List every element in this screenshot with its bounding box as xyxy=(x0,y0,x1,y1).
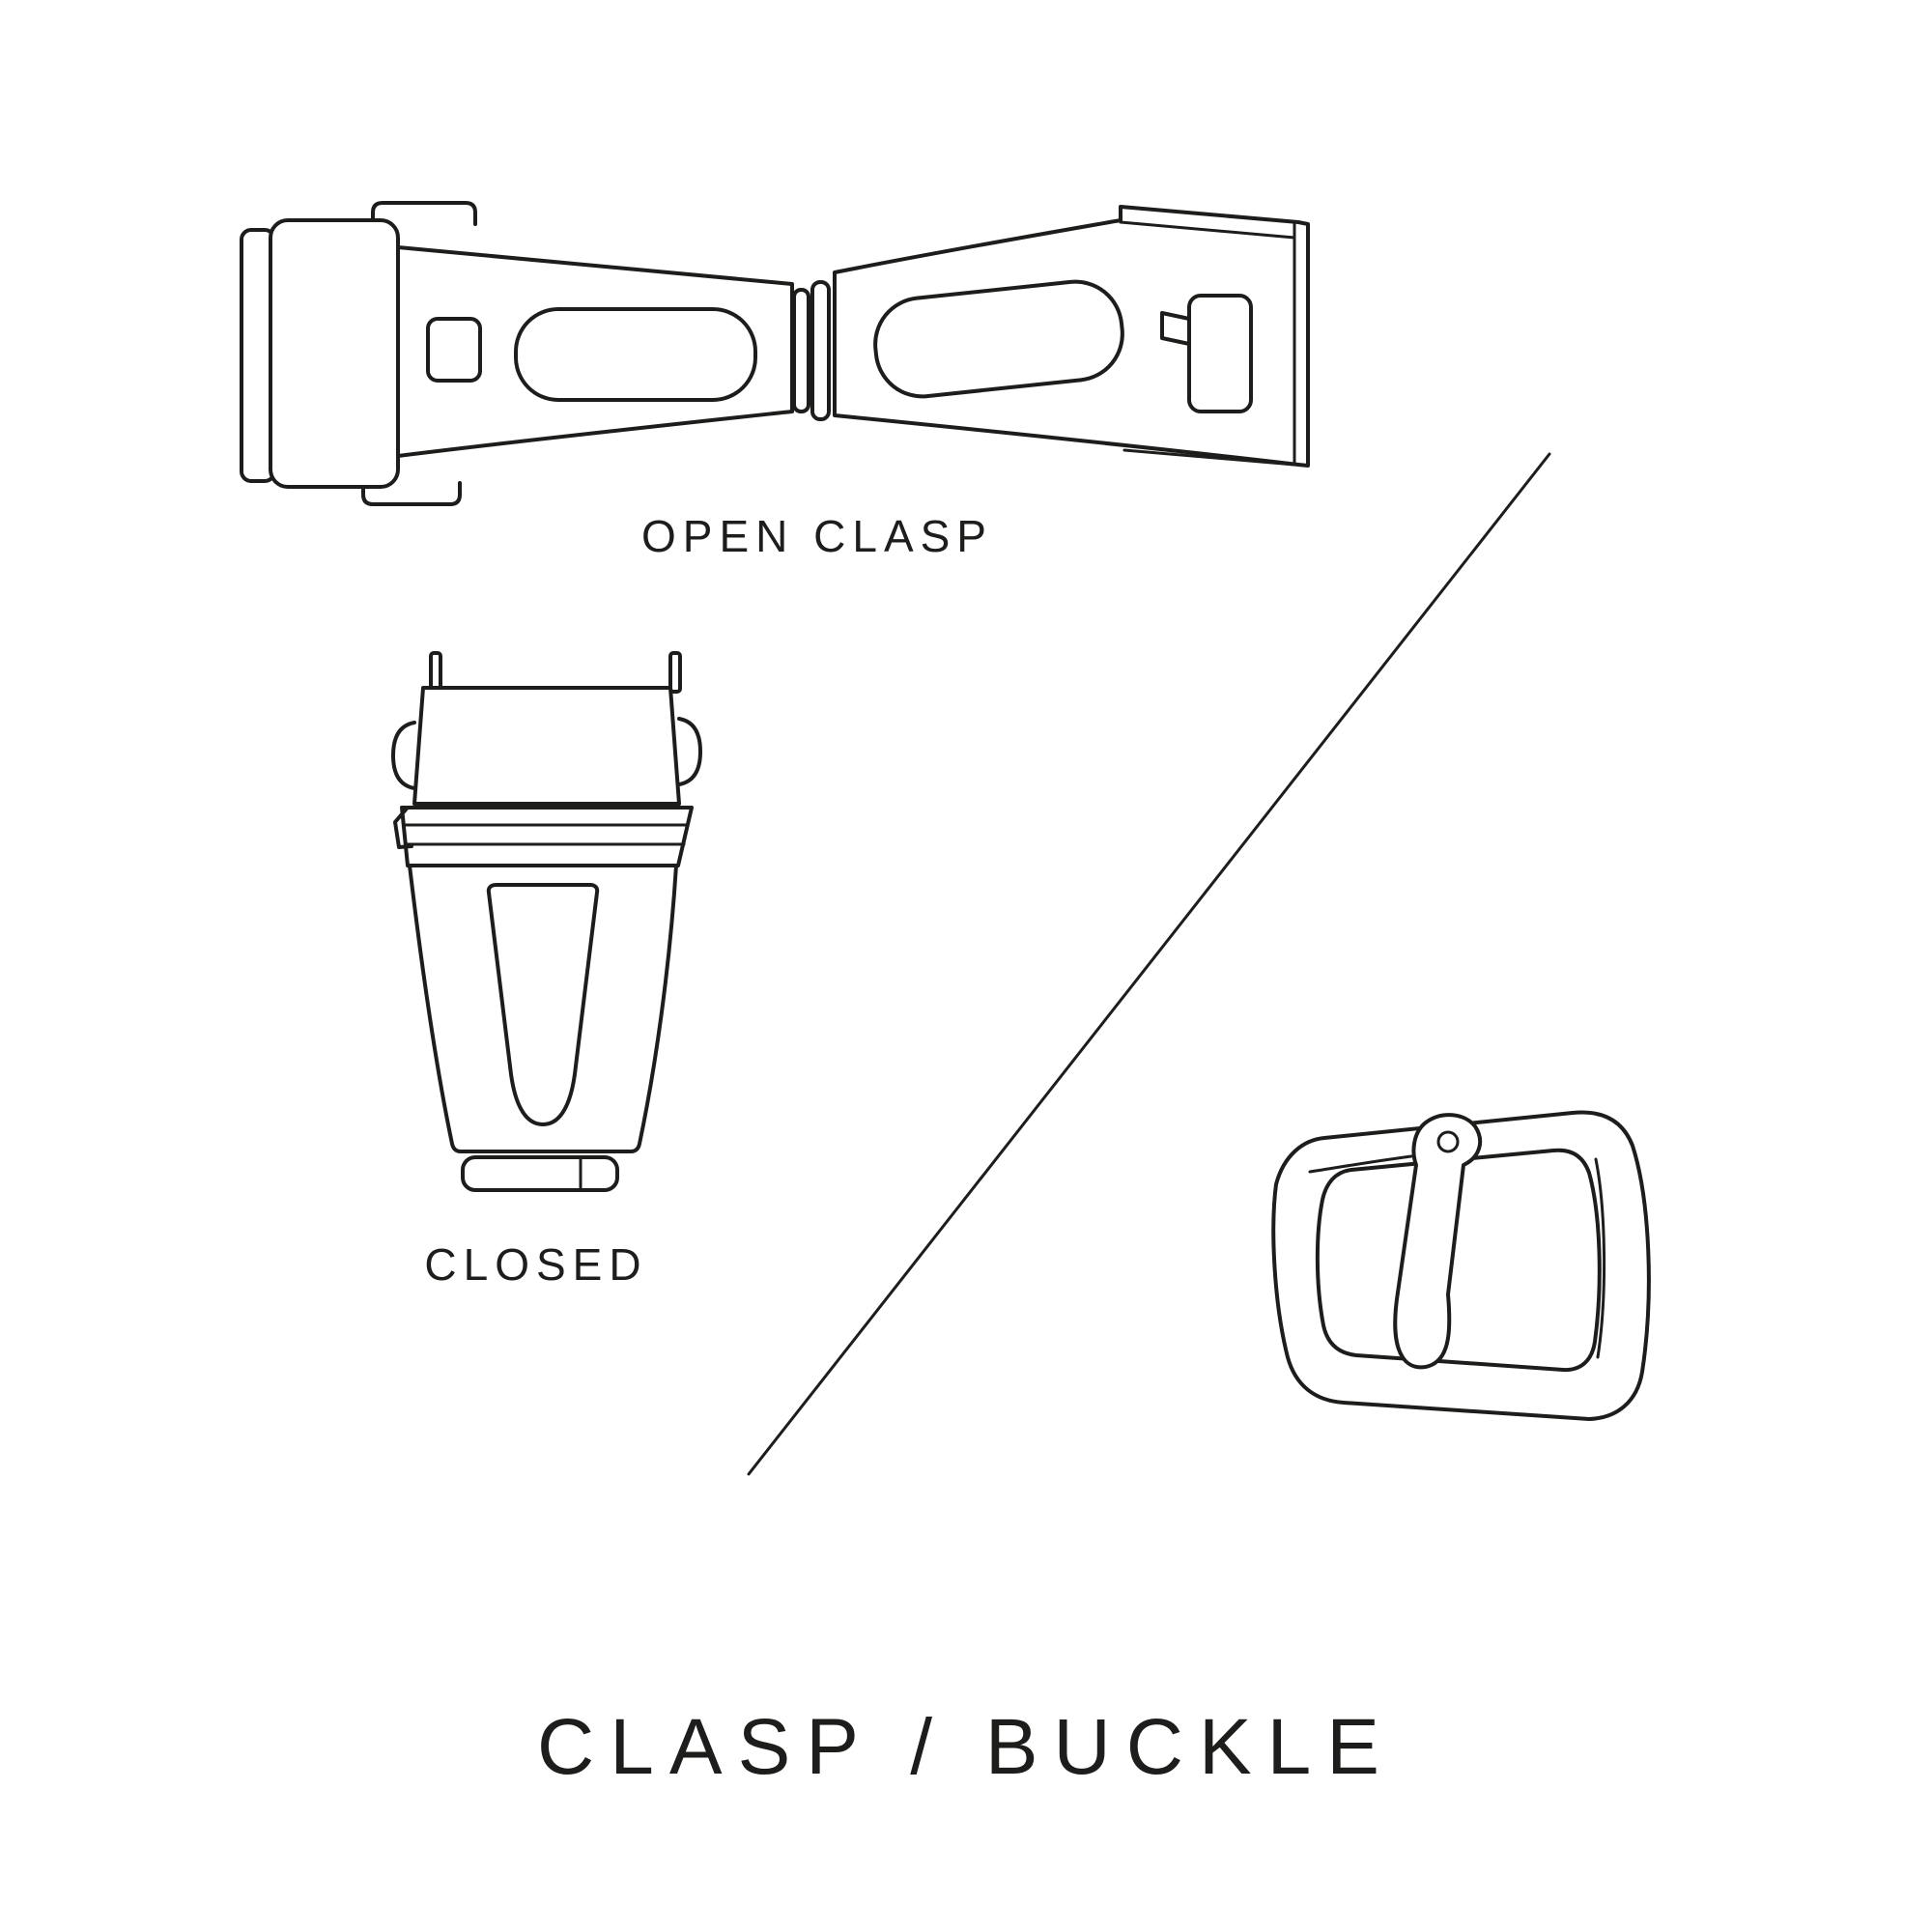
band-lines xyxy=(402,823,690,846)
buckle-frame-inner xyxy=(1315,1148,1602,1373)
buckle-pin-bar xyxy=(1308,1154,1413,1174)
ear-left xyxy=(391,721,416,790)
buckle-right-crescent-line xyxy=(1594,1157,1606,1359)
end-link-top-bump xyxy=(371,201,477,226)
tang-buckle-illustration xyxy=(1271,1110,1651,1421)
buckle-tongue-loop-hole xyxy=(1436,1130,1460,1153)
end-link-bottom-bump xyxy=(361,481,462,506)
ear-right xyxy=(677,717,702,786)
clasp-body xyxy=(408,864,678,1153)
clasp-foot xyxy=(461,1155,619,1192)
band xyxy=(400,806,694,867)
open-clasp-illustration xyxy=(240,201,1310,506)
buckle-tongue xyxy=(1393,1113,1483,1370)
prong-right xyxy=(668,651,682,694)
closed-label: CLOSED xyxy=(424,1239,648,1290)
body-slot xyxy=(486,883,600,1126)
left-plate-window xyxy=(514,307,757,402)
top-block xyxy=(412,686,681,806)
catch xyxy=(1187,294,1253,413)
right-end-detail-lines xyxy=(1119,220,1296,467)
open-clasp-label: OPEN CLASP xyxy=(641,511,993,561)
hinge-bar-left xyxy=(792,288,810,413)
diagram-title: CLASP / BUCKLE xyxy=(537,1703,1395,1791)
left-plate xyxy=(396,245,794,458)
buckle-frame-outer xyxy=(1271,1110,1651,1421)
end-link-block xyxy=(269,218,400,489)
right-plate-window xyxy=(873,279,1124,399)
hinge-bar-right xyxy=(810,280,831,421)
band-notch xyxy=(393,807,413,849)
diagonal-divider-line xyxy=(747,452,1551,1476)
push-button-hole xyxy=(426,317,482,383)
closed-clasp-illustration xyxy=(391,651,702,1192)
